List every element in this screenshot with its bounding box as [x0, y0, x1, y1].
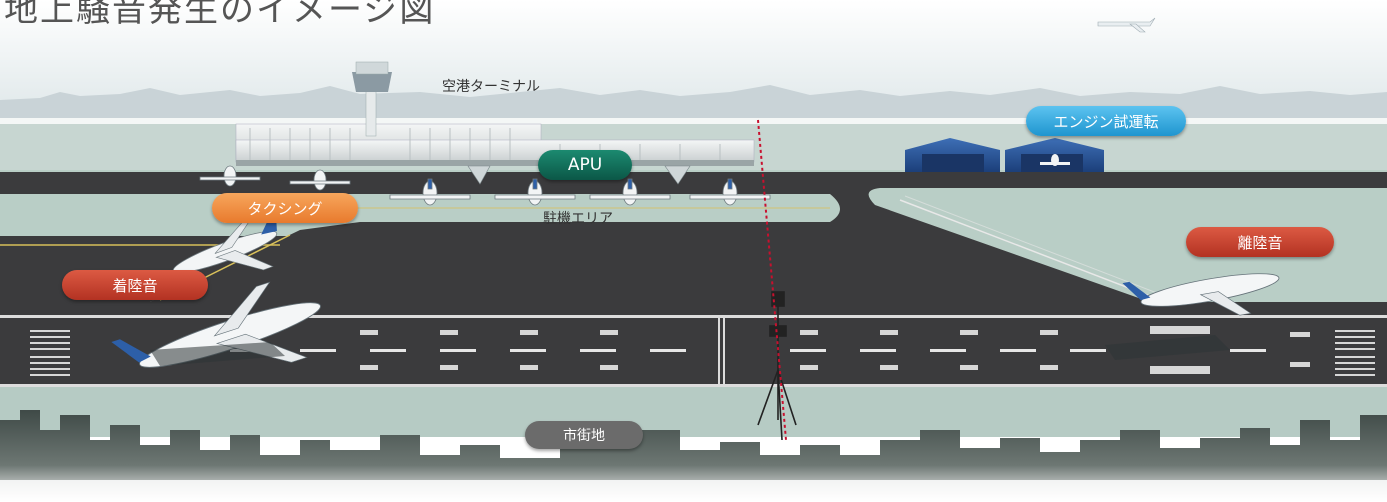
threshold-right [1335, 330, 1375, 376]
takeoff-plane [1122, 273, 1280, 316]
diagram-title: 地上騒音発生のイメージ図 [4, 0, 436, 30]
distant-plane [1097, 17, 1156, 33]
apron-asphalt [0, 172, 1387, 318]
parked-aircraft [199, 165, 771, 206]
threshold-left [30, 330, 70, 376]
takeoff-shadow [1105, 335, 1230, 360]
apron-label: 駐機エリア [543, 211, 613, 227]
jet-bridges [467, 165, 691, 185]
engine-test-badge: エンジン試運転 [1026, 106, 1186, 136]
apu-badge: APU [538, 150, 632, 180]
city-skyline [0, 410, 1387, 502]
hangars [905, 138, 1104, 172]
taxiing-badge: タクシング [212, 193, 358, 223]
landing-badge: 着陸音 [62, 270, 208, 300]
takeoff-badge: 離陸音 [1186, 227, 1334, 257]
city-badge: 市街地 [525, 421, 643, 449]
taxiing-plane [172, 210, 278, 274]
landing-shadow [150, 342, 285, 366]
terminal-label: 空港ターミナル [442, 79, 540, 95]
runway-markings [360, 326, 1310, 374]
